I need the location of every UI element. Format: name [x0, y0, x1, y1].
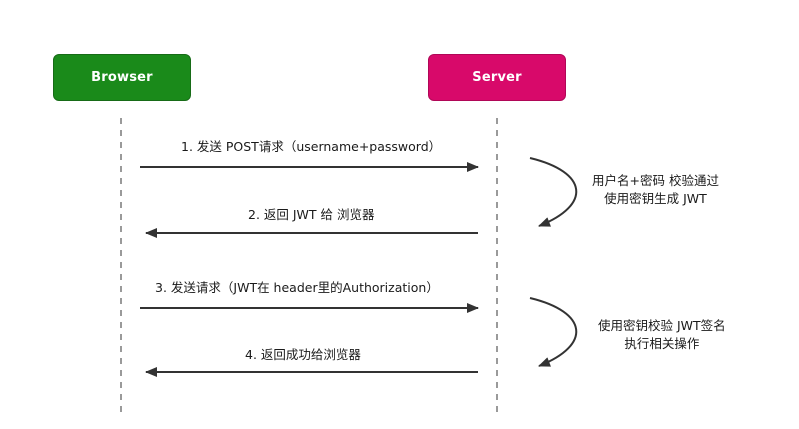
- browser-actor-label: Browser: [91, 70, 153, 85]
- browser-actor: Browser: [53, 54, 191, 101]
- server-note-2-line-2: 执行相关操作: [624, 336, 700, 351]
- message-label-2: 2. 返回 JWT 给 浏览器: [248, 207, 375, 222]
- server-note-1: 用户名+密码 校验通过 使用密钥生成 JWT: [592, 172, 719, 208]
- message-label-4: 4. 返回成功给浏览器: [245, 347, 361, 362]
- message-label-3: 3. 发送请求（JWT在 header里的Authorization）: [155, 280, 439, 295]
- server-note-1-line-2: 使用密钥生成 JWT: [604, 191, 707, 206]
- message-label-1: 1. 发送 POST请求（username+password）: [181, 139, 442, 154]
- server-actor-label: Server: [472, 70, 522, 85]
- server-note-2: 使用密钥校验 JWT签名 执行相关操作: [598, 317, 726, 353]
- server-note-1-line-1: 用户名+密码 校验通过: [592, 173, 719, 188]
- self-arrow-1: [529, 157, 578, 227]
- server-actor: Server: [428, 54, 566, 101]
- server-note-2-line-1: 使用密钥校验 JWT签名: [598, 318, 726, 333]
- self-arrow-2: [529, 297, 578, 367]
